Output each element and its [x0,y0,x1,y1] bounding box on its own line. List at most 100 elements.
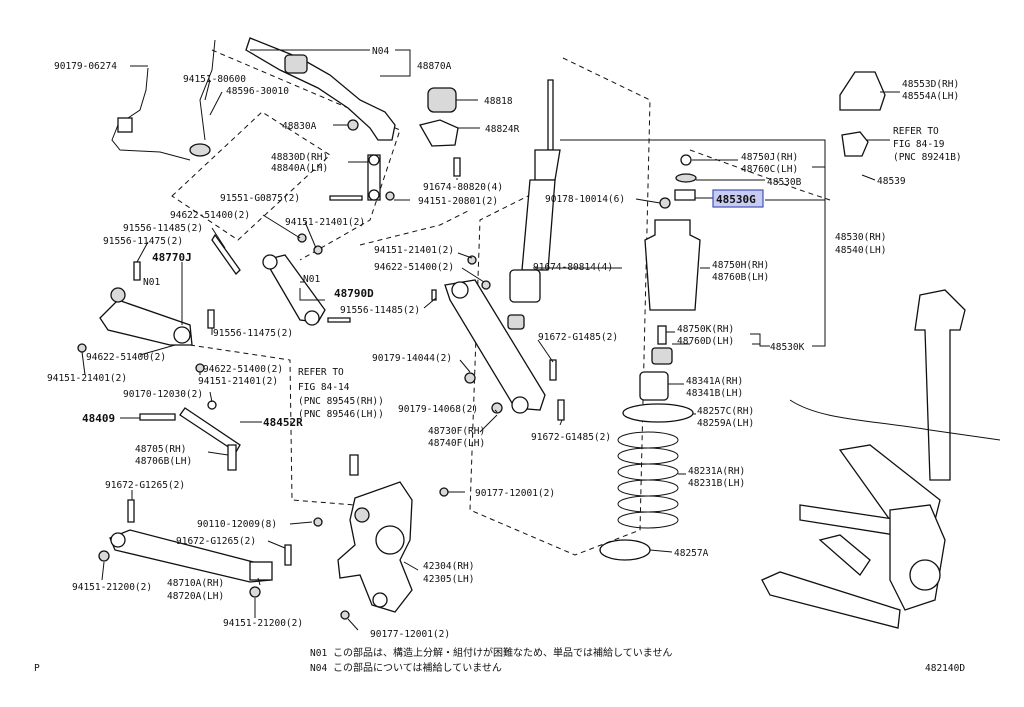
callout-90177-12001-a[interactable]: 90177-12001(2) [475,488,555,499]
callout-48409[interactable]: 48409 [82,412,115,425]
callout-n01-a[interactable]: N01 [143,277,160,288]
callout-94151-21401-d[interactable]: 94151-21401(2) [374,245,454,256]
callout-48539[interactable]: 48539 [877,176,906,187]
callout-90170-12030[interactable]: 90170-12030(2) [123,389,203,400]
nut-90179-b-drawing [491,402,503,414]
callout-48760c[interactable]: 48760C(LH) [741,164,798,175]
callout-48705[interactable]: 48705(RH) [135,444,186,455]
callout-94151-21200-b[interactable]: 94151-21200(2) [223,618,303,629]
callout-48553d[interactable]: 48553D(RH) [902,79,959,90]
callout-48790d[interactable]: 48790D [334,287,374,300]
shock-body-drawing [521,179,556,271]
callout-90179-14068[interactable]: 90179-14068(2) [398,404,478,415]
callout-48231a[interactable]: 48231A(RH) [688,466,745,477]
callout-90179-06274[interactable]: 90179-06274 [54,61,117,72]
sensor-cable-drawing [199,39,216,141]
callout-94622-51400-d[interactable]: 94622-51400(2) [374,262,454,273]
callout-48530[interactable]: 48530(RH) [835,232,886,243]
shock-bottom-drawing [509,269,541,303]
callout-pnc-89241b[interactable]: (PNC 89241B) [893,152,962,163]
callout-48730f[interactable]: 48730F(RH) [428,426,485,437]
callout-48840a[interactable]: 48840A(LH) [271,163,328,174]
callout-48530g[interactable]: 48530G [716,193,756,206]
callout-48341b[interactable]: 48341B(LH) [686,388,743,399]
callout-pnc-89546[interactable]: (PNC 89546(LH)) [298,409,384,420]
callout-48257a[interactable]: 48257A [674,548,709,559]
callout-refer-to-b[interactable]: REFER TO [893,126,939,137]
callout-91556-11475-b[interactable]: 91556-11475(2) [213,328,293,339]
leader [812,240,826,347]
callout-pnc-89545[interactable]: (PNC 89545(RH)) [298,396,384,407]
callout-94622-51400-c[interactable]: 94622-51400(2) [203,364,283,375]
bump-stop-48341A-drawing [639,371,669,401]
leader [380,49,411,77]
callout-48259a[interactable]: 48259A(LH) [697,418,754,429]
callout-48596-30010[interactable]: 48596-30010 [226,86,289,97]
callout-fig-84-19[interactable]: FIG 84-19 [893,139,945,150]
callout-n04[interactable]: N04 [372,46,389,57]
callout-48760b[interactable]: 48760B(LH) [712,272,769,283]
arm-48710A-bush1-drawing [110,532,126,548]
callout-91672-g1265-a[interactable]: 91672-G1265(2) [105,480,185,491]
callout-48720a[interactable]: 48720A(LH) [167,591,224,602]
shock-rod-drawing [547,79,554,151]
callout-48554a[interactable]: 48554A(LH) [902,91,959,102]
callout-48740f[interactable]: 48740F(LH) [428,438,485,449]
leader [257,577,261,586]
sensor-plug-drawing [349,454,359,476]
callout-90177-12001-b[interactable]: 90177-12001(2) [370,629,450,640]
note-code-n04: N04 [310,663,327,674]
callout-48760d[interactable]: 48760D(LH) [677,336,734,347]
callout-94151-80600[interactable]: 94151-80600 [183,74,246,85]
stab-link-ball-drawing [368,154,380,166]
callout-42304[interactable]: 42304(RH) [423,561,474,572]
callout-48750k[interactable]: 48750K(RH) [677,324,734,335]
callout-48750j[interactable]: 48750J(RH) [741,152,798,163]
callout-94151-21401-c[interactable]: 94151-21401(2) [198,376,278,387]
callout-90178-10014[interactable]: 90178-10014(6) [545,194,625,205]
callout-n01-b[interactable]: N01 [303,274,320,285]
callout-48540[interactable]: 48540(LH) [835,245,886,256]
callout-fig-84-14[interactable]: FIG 84-14 [298,382,350,393]
callout-48830a[interactable]: 48830A [282,121,317,132]
callout-48710a[interactable]: 48710A(RH) [167,578,224,589]
callout-94151-20801[interactable]: 94151-20801(2) [418,196,498,207]
callout-91556-11485-b[interactable]: 91556-11485(2) [340,305,420,316]
callout-91556-11475-a[interactable]: 91556-11475(2) [103,236,183,247]
callout-94622-51400-b[interactable]: 94622-51400(2) [86,352,166,363]
callout-48830d[interactable]: 48830D(RH) [271,152,328,163]
callout-48341a[interactable]: 48341A(RH) [686,376,743,387]
callout-94151-21401-b[interactable]: 94151-21401(2) [47,373,127,384]
callout-48706b[interactable]: 48706B(LH) [135,456,192,467]
callout-48530b[interactable]: 48530B [767,177,802,188]
callout-48257c[interactable]: 48257C(RH) [697,406,754,417]
callout-42305[interactable]: 42305(LH) [423,574,474,585]
callout-48452r[interactable]: 48452R [263,416,303,429]
callout-91674-80814[interactable]: 91674-80814(4) [533,262,613,273]
callout-94151-21200-a[interactable]: 94151-21200(2) [72,582,152,593]
callout-48770j[interactable]: 48770J [152,251,192,264]
callout-94622-51400-a[interactable]: 94622-51400(2) [170,210,250,221]
callout-91672-g1265-b[interactable]: 91672-G1265(2) [176,536,256,547]
callout-91674-80820[interactable]: 91674-80820(4) [423,182,503,193]
callout-refer-to-a[interactable]: REFER TO [298,367,344,378]
callout-91551-g0875[interactable]: 91551-G0875(2) [220,193,300,204]
leader [304,221,317,249]
callout-48231b[interactable]: 48231B(LH) [688,478,745,489]
callout-48824r[interactable]: 48824R [485,124,520,135]
callout-90110-12009[interactable]: 90110-12009(8) [197,519,277,530]
part-48539-drawing [841,131,869,157]
callout-90179-14044[interactable]: 90179-14044(2) [372,353,452,364]
callout-91672-g1485-b[interactable]: 91672-G1485(2) [531,432,611,443]
callout-48750h[interactable]: 48750H(RH) [712,260,769,271]
assembly-outlines [171,49,831,556]
callout-94151-21401-a[interactable]: 94151-21401(2) [285,217,365,228]
coil-spring-48231A-drawing [617,431,679,529]
callout-91556-11485-a[interactable]: 91556-11485(2) [123,223,203,234]
callout-48870a[interactable]: 48870A [417,61,452,72]
callout-91672-g1485-a[interactable]: 91672-G1485(2) [538,332,618,343]
callout-48530k[interactable]: 48530K [770,342,805,353]
leader [207,451,229,456]
callout-48818[interactable]: 48818 [484,96,513,107]
assembled-hub-drawing [909,559,941,591]
